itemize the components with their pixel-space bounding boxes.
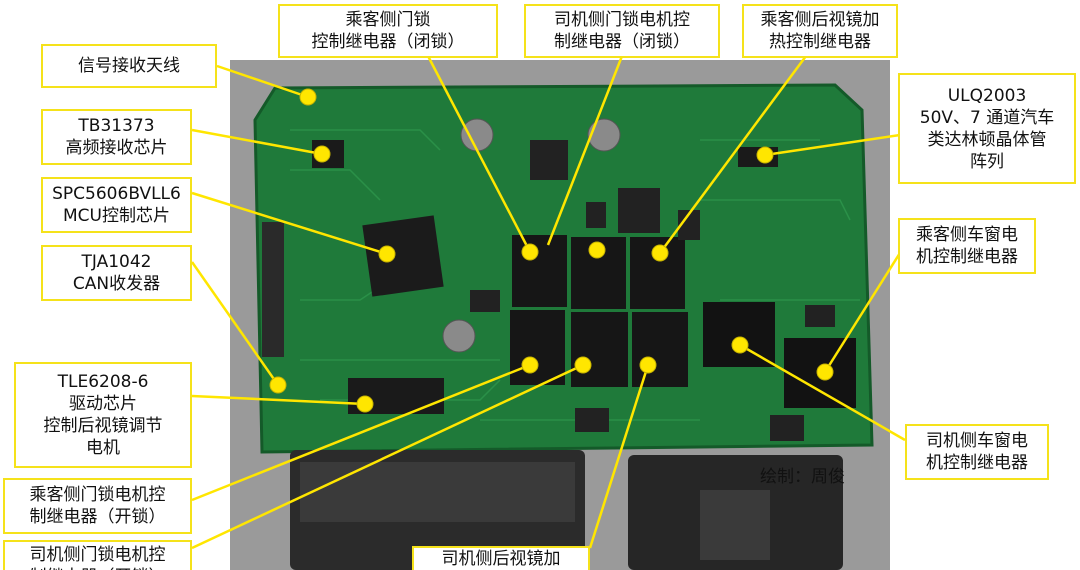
capacitor (442, 319, 476, 353)
regulator (530, 140, 568, 180)
mcu-chip (362, 215, 444, 297)
pcb-traces (290, 129, 860, 421)
relay (510, 310, 565, 385)
label-mcu: SPC5606BVLL6 MCU控制芯片 (41, 177, 192, 233)
label-tb31373: TB31373 高频接收芯片 (41, 109, 192, 165)
label-driver-unlock-relay: 司机侧门锁电机控 制继电器（开锁） (3, 540, 192, 570)
relay (571, 312, 628, 387)
capacitor (460, 118, 494, 152)
credit-text: 绘制：周俊 (760, 467, 845, 487)
label-driver-mirror-heat-relay: 司机侧后视镜加 (412, 546, 590, 570)
window-relay (703, 302, 775, 367)
label-driver-window-relay: 司机侧车窗电 机控制继电器 (905, 424, 1049, 480)
label-tle6208: TLE6208-6 驱动芯片 控制后视镜调节 电机 (14, 362, 192, 468)
marker-dots (269, 88, 834, 413)
label-uln2003: ULQ2003 50V、7 通道汽车 类达林顿晶体管 阵列 (898, 73, 1076, 184)
label-passenger-window-relay: 乘客侧车窗电 机控制继电器 (898, 218, 1036, 274)
label-passenger-unlock-relay: 乘客侧门锁电机控 制继电器（开锁） (3, 478, 192, 534)
capacitor (587, 118, 621, 152)
relay (632, 312, 688, 387)
label-tja1042: TJA1042 CAN收发器 (41, 245, 192, 301)
relay (512, 235, 567, 307)
leader-lines (190, 55, 907, 550)
label-antenna: 信号接收天线 (41, 44, 217, 88)
label-passenger-lock-relay: 乘客侧门锁 控制继电器（闭锁） (278, 4, 498, 58)
pin-header (262, 222, 284, 357)
label-driver-lock-relay: 司机侧门锁电机控 制继电器（闭锁） (524, 4, 720, 58)
mosfet (618, 188, 660, 233)
label-passenger-mirror-heat-relay: 乘客侧后视镜加 热控制继电器 (742, 4, 898, 58)
